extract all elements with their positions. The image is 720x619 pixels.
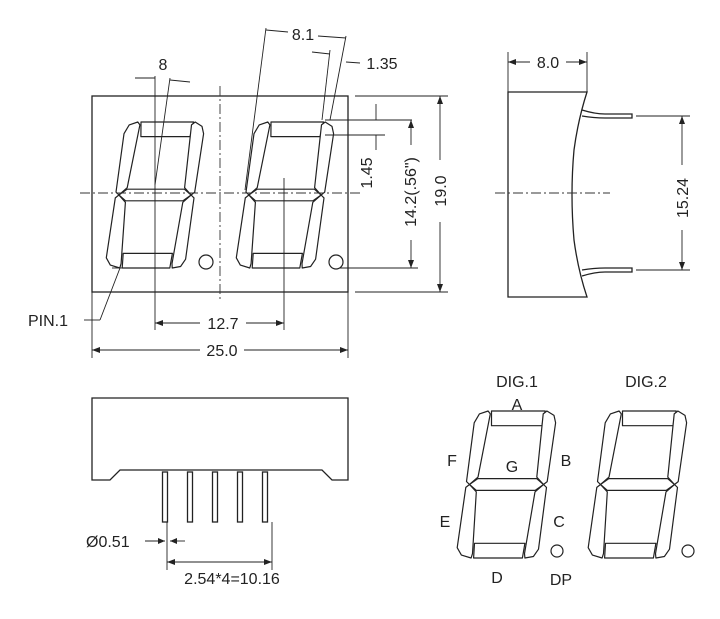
segment-f: [596, 410, 622, 486]
dp-circle: [550, 544, 564, 558]
pin: [236, 471, 244, 523]
bottom-view: Ø0.51 2.54*4=10.16: [86, 397, 349, 588]
segment-b: [184, 121, 205, 196]
segment-b: [314, 121, 335, 196]
seven-segment-digit: [456, 410, 557, 559]
segment-map-digits: [456, 410, 688, 559]
dim-digit-pitch: 12.7: [207, 316, 238, 333]
segment-e: [587, 483, 608, 559]
segment-d: [121, 252, 173, 269]
pin1-label: PIN.1: [28, 313, 68, 330]
segment-e: [235, 194, 256, 269]
dim-row-spacing: 15.24: [675, 178, 692, 218]
pin: [211, 471, 219, 523]
dp-circle: [681, 544, 695, 558]
segment-f: [115, 121, 141, 196]
segment-a-label: A: [512, 397, 523, 414]
seven-segment-digit: [105, 121, 205, 269]
dim-segment-slant: 8: [159, 57, 168, 74]
front-view: 12.7 25.0 8 8.1 1.35 1.45 14.2(.56") 19.…: [28, 27, 450, 360]
segment-a: [270, 121, 325, 138]
dp-circle: [198, 254, 214, 270]
dp-circle: [328, 254, 344, 270]
segment-c: [654, 483, 679, 559]
segment-c-label: C: [553, 514, 565, 531]
seven-segment-digit: [235, 121, 335, 269]
dim-body-width: 25.0: [206, 343, 237, 360]
dim-body-height: 19.0: [433, 175, 450, 206]
side-view: 8.0 15.24: [495, 52, 692, 298]
digit1-label: DIG.1: [496, 374, 538, 391]
segment-map: DIG.1 DIG.2 A B C D E F G DP: [440, 374, 695, 589]
dim-pin-pitch: 2.54*4=10.16: [184, 571, 280, 588]
segment-f-label: F: [447, 453, 457, 470]
pin: [261, 471, 269, 523]
seven-segment-digit: [587, 410, 688, 559]
side-pin: [581, 267, 633, 277]
segment-g: [468, 478, 545, 491]
segment-d: [473, 542, 526, 559]
side-pin: [581, 109, 633, 119]
pin-row: [161, 471, 269, 523]
segment-dp-label: DP: [550, 572, 572, 589]
digit2-label: DIG.2: [625, 374, 667, 391]
segment-a: [621, 410, 677, 427]
segment-a: [140, 121, 195, 138]
front-digits: [105, 121, 335, 269]
side-body-outline: [507, 91, 588, 298]
segment-b: [667, 410, 688, 486]
segment-e: [105, 194, 127, 269]
segment-c: [171, 194, 195, 269]
pin: [161, 471, 169, 523]
dim-segment-height: 1.45: [359, 157, 376, 188]
dim-pin-diameter: Ø0.51: [86, 534, 130, 551]
dim-digit-height: 14.2(.56"): [403, 157, 420, 227]
segment-d: [603, 542, 657, 559]
pin: [186, 471, 194, 523]
segment-c: [301, 194, 325, 269]
dim-depth: 8.0: [537, 55, 559, 72]
bottom-body-outline: [91, 397, 349, 481]
segment-e: [456, 483, 477, 559]
segment-e-label: E: [440, 514, 451, 531]
segment-b: [536, 410, 557, 486]
segment-b-label: B: [561, 453, 572, 470]
segment-g: [599, 478, 676, 491]
segment-d: [251, 252, 303, 269]
dim-digit-width: 8.1: [292, 27, 314, 44]
segment-d-label: D: [491, 570, 503, 587]
dim-dp-offset: 1.35: [366, 56, 397, 73]
segment-g: [248, 188, 322, 202]
segment-f: [465, 410, 491, 486]
segment-g-label: G: [506, 459, 518, 476]
segment-c: [523, 483, 548, 559]
segment-f: [245, 121, 271, 196]
